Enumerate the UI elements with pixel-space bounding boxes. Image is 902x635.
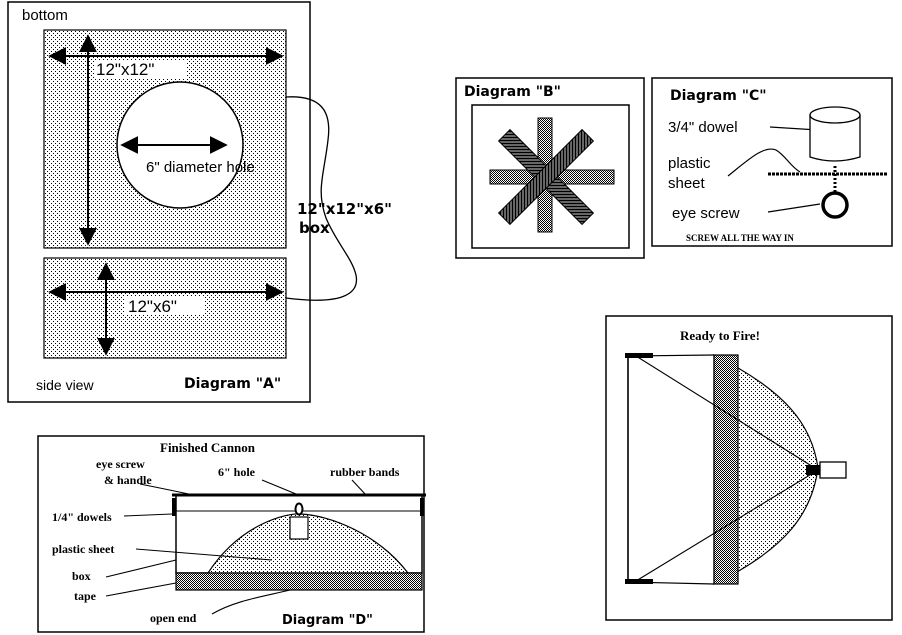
hole-leader: [261, 479, 297, 495]
eye-screw-d: [294, 502, 304, 516]
band-upper: [635, 355, 819, 471]
open-end-label: open end: [150, 611, 197, 625]
box-word-label: box: [299, 219, 330, 237]
box-wall: [713, 354, 739, 585]
tape-leader: [105, 582, 177, 597]
hole-label-d: 6" hole: [218, 465, 256, 479]
plastic-sheet-label: plastic sheet: [52, 542, 114, 556]
bottom-label: bottom: [22, 7, 68, 24]
diagram-a-title: Diagram "A": [184, 376, 281, 392]
plastic-label-1: plastic: [668, 155, 711, 172]
side-dimension: 12"x6": [128, 297, 177, 316]
eye-screw-ring: [821, 191, 849, 219]
dowel-bottom-ready: [625, 579, 653, 584]
handle-ready: [819, 461, 847, 479]
eye-screw-leader: [767, 203, 821, 213]
band-diagonal-b: [497, 128, 595, 226]
side-dim-bg: [124, 297, 204, 315]
bottom-dim-bg: [94, 60, 186, 78]
tape-band: [175, 572, 423, 591]
dowel-end-left: [172, 498, 176, 516]
diagram-c-frame: [651, 77, 893, 247]
diagram-a: bottom 12"x12" 6" diameter hole 12"x6" 1…: [7, 1, 392, 403]
box-leader: [105, 559, 177, 578]
diagram-c-title: Diagram "C": [670, 88, 767, 104]
plastic-sheet-leader: [135, 548, 273, 561]
box-size-label: 12"x12"x6": [297, 200, 392, 218]
diagram-d-title: Diagram "D": [282, 613, 373, 628]
diagram-b-title: Diagram "B": [464, 84, 561, 100]
eye-screw-handle-label-1: eye screw: [96, 457, 145, 471]
dowels-leader: [123, 513, 173, 517]
dowel-top: [809, 106, 861, 124]
eye-screw-label: eye screw: [672, 205, 740, 222]
eye-screw-ready: [806, 465, 820, 475]
plastic-label-2: sheet: [668, 175, 706, 192]
finished-cannon-heading: Finished Cannon: [160, 440, 256, 455]
plastic-leader: [727, 148, 801, 177]
ready-to-fire: Ready to Fire!: [605, 315, 893, 621]
screw-instruction: SCREW ALL THE WAY IN: [686, 233, 794, 243]
side-view-label: side view: [36, 377, 94, 393]
handle-block: [289, 516, 309, 540]
fold-curve: [285, 96, 358, 301]
dowel-end-right: [420, 498, 424, 516]
band-lower: [635, 469, 819, 582]
dowels-label: 1/4" dowels: [52, 510, 112, 524]
rubber-bands-label: rubber bands: [330, 465, 400, 479]
ready-title: Ready to Fire!: [680, 328, 760, 343]
tape-label: tape: [74, 589, 97, 603]
box-label: box: [72, 569, 91, 583]
bottom-dimension: 12"x12": [96, 60, 154, 79]
dowel-top-ready: [625, 353, 653, 358]
dowel-cylinder: [809, 115, 861, 162]
diagram-c: Diagram "C" 3/4" dowel plastic sheet eye…: [651, 77, 893, 247]
diagram-b: Diagram "B": [455, 77, 645, 259]
hole-label: 6" diameter hole: [146, 159, 255, 176]
dowel-label: 3/4" dowel: [668, 119, 738, 136]
diagram-d: Finished Cannon eye screw & handle 6" ho…: [37, 435, 426, 633]
open-end-leader: [211, 589, 291, 615]
